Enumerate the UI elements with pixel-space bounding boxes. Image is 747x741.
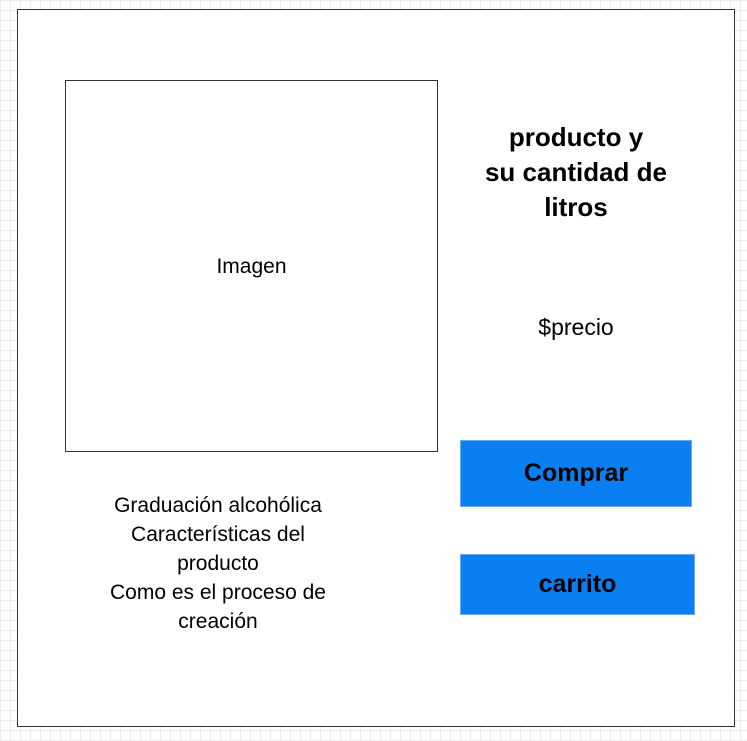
detail-line: Características del — [131, 523, 305, 546]
product-image-placeholder: Imagen — [65, 80, 438, 452]
product-price: $precio — [538, 314, 614, 340]
cart-button[interactable]: carrito — [460, 554, 695, 615]
image-label: Imagen — [216, 255, 287, 278]
product-title: producto y su cantidad de litros — [484, 122, 668, 222]
product-details: Graduación alcohólica Características de… — [86, 491, 350, 636]
detail-line: producto — [177, 552, 259, 575]
detail-line: creación — [178, 610, 258, 633]
buy-button[interactable]: Comprar — [460, 440, 692, 507]
detail-line: Graduación alcohólica — [114, 494, 322, 517]
detail-line: Como es el proceso de — [110, 581, 326, 604]
